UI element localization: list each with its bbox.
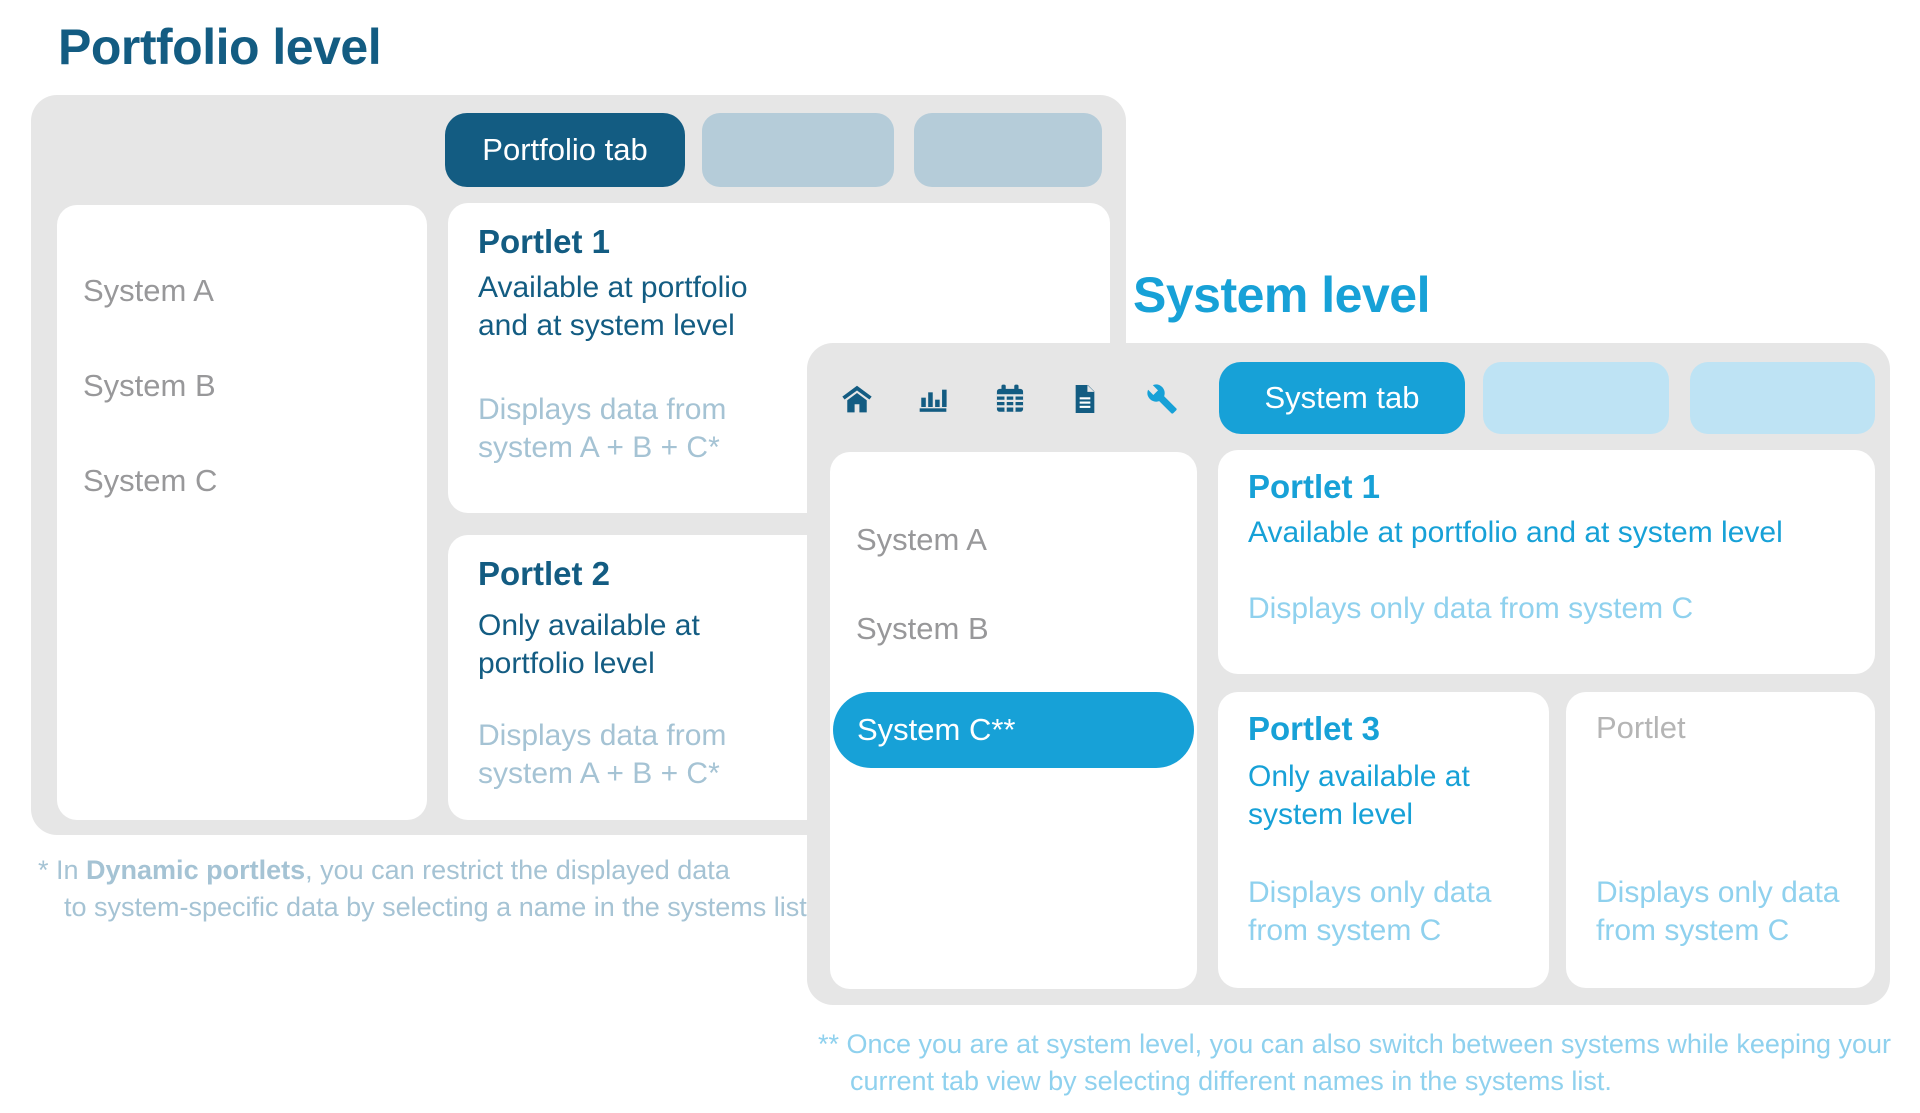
system-portlet-3: Portlet 3 Only available at system level… [1218,692,1549,988]
tab-placeholder-2[interactable] [914,113,1102,187]
footnote-text: to system-specific data by selecting a n… [64,892,815,922]
sidebar-item-system-c[interactable]: System C [83,463,218,498]
tab-placeholder-2[interactable] [1690,362,1875,434]
portlet-body: Available at portfolio and at system lev… [478,271,748,342]
tab-portfolio[interactable]: Portfolio tab [445,113,685,187]
system-footnote: ** Once you are at system level, you can… [818,1026,1891,1100]
portlet-title: Portlet 1 [1248,468,1381,505]
wrench-icon[interactable] [1146,383,1178,415]
tab-system[interactable]: System tab [1219,362,1465,434]
tab-placeholder-1[interactable] [1483,362,1669,434]
portlet-title: Portlet 2 [478,555,611,592]
sidebar-item-system-b[interactable]: System B [83,368,216,403]
portfolio-level-title: Portfolio level [58,19,382,75]
portlet-body: Available at portfolio and at system lev… [1248,516,1783,549]
footnote-text: , you can restrict the displayed data [305,855,730,885]
system-portlet-placeholder: Portlet Displays only data from system C [1566,692,1875,988]
portlet-note: Displays only data from system C [1596,876,1840,947]
portlet-title: Portlet 3 [1248,710,1381,747]
calendar-icon[interactable] [994,383,1026,415]
portlet-note: Displays data from system A + B + C* [478,393,727,464]
sidebar-item-system-a[interactable]: System A [856,522,987,557]
sidebar-item-system-b[interactable]: System B [856,611,989,646]
system-portlet-1: Portlet 1 Available at portfolio and at … [1218,450,1875,674]
home-icon[interactable] [841,383,873,415]
portlet-note: Displays only data from system C [1248,876,1492,947]
portlet-note: Displays data from system A + B + C* [478,719,727,790]
footnote-bold-text: Dynamic portlets [86,855,306,885]
portlet-title: Portlet [1596,710,1686,745]
footnote-text: current tab view by selecting different … [850,1066,1612,1096]
system-systems-list: System A System B System C** [830,452,1197,989]
portfolio-footnote: * In Dynamic portlets, you can restrict … [38,852,814,926]
system-level-title: System level [1133,267,1430,323]
footnote-text: * In [38,855,87,885]
sidebar-item-system-c-selected[interactable]: System C** [833,692,1194,768]
tab-placeholder-1[interactable] [702,113,894,187]
footnote-text: ** Once you are at system level, you can… [818,1029,1892,1059]
portfolio-systems-list: System A System B System C [57,205,427,820]
tab-portfolio-label: Portfolio tab [482,132,648,167]
sidebar-item-system-a[interactable]: System A [83,273,214,308]
portlet-body: Only available at system level [1248,760,1470,831]
tab-system-label: System tab [1264,380,1420,415]
system-mockup-panel: System tab System A System B System C** … [807,343,1890,1005]
portlet-title: Portlet 1 [478,223,611,260]
portlet-body: Only available at portfolio level [478,609,700,680]
document-icon[interactable] [1069,383,1101,415]
bar-chart-icon[interactable] [917,383,949,415]
selected-system-label: System C** [857,712,1016,747]
portlet-note: Displays only data from system C [1248,592,1694,625]
